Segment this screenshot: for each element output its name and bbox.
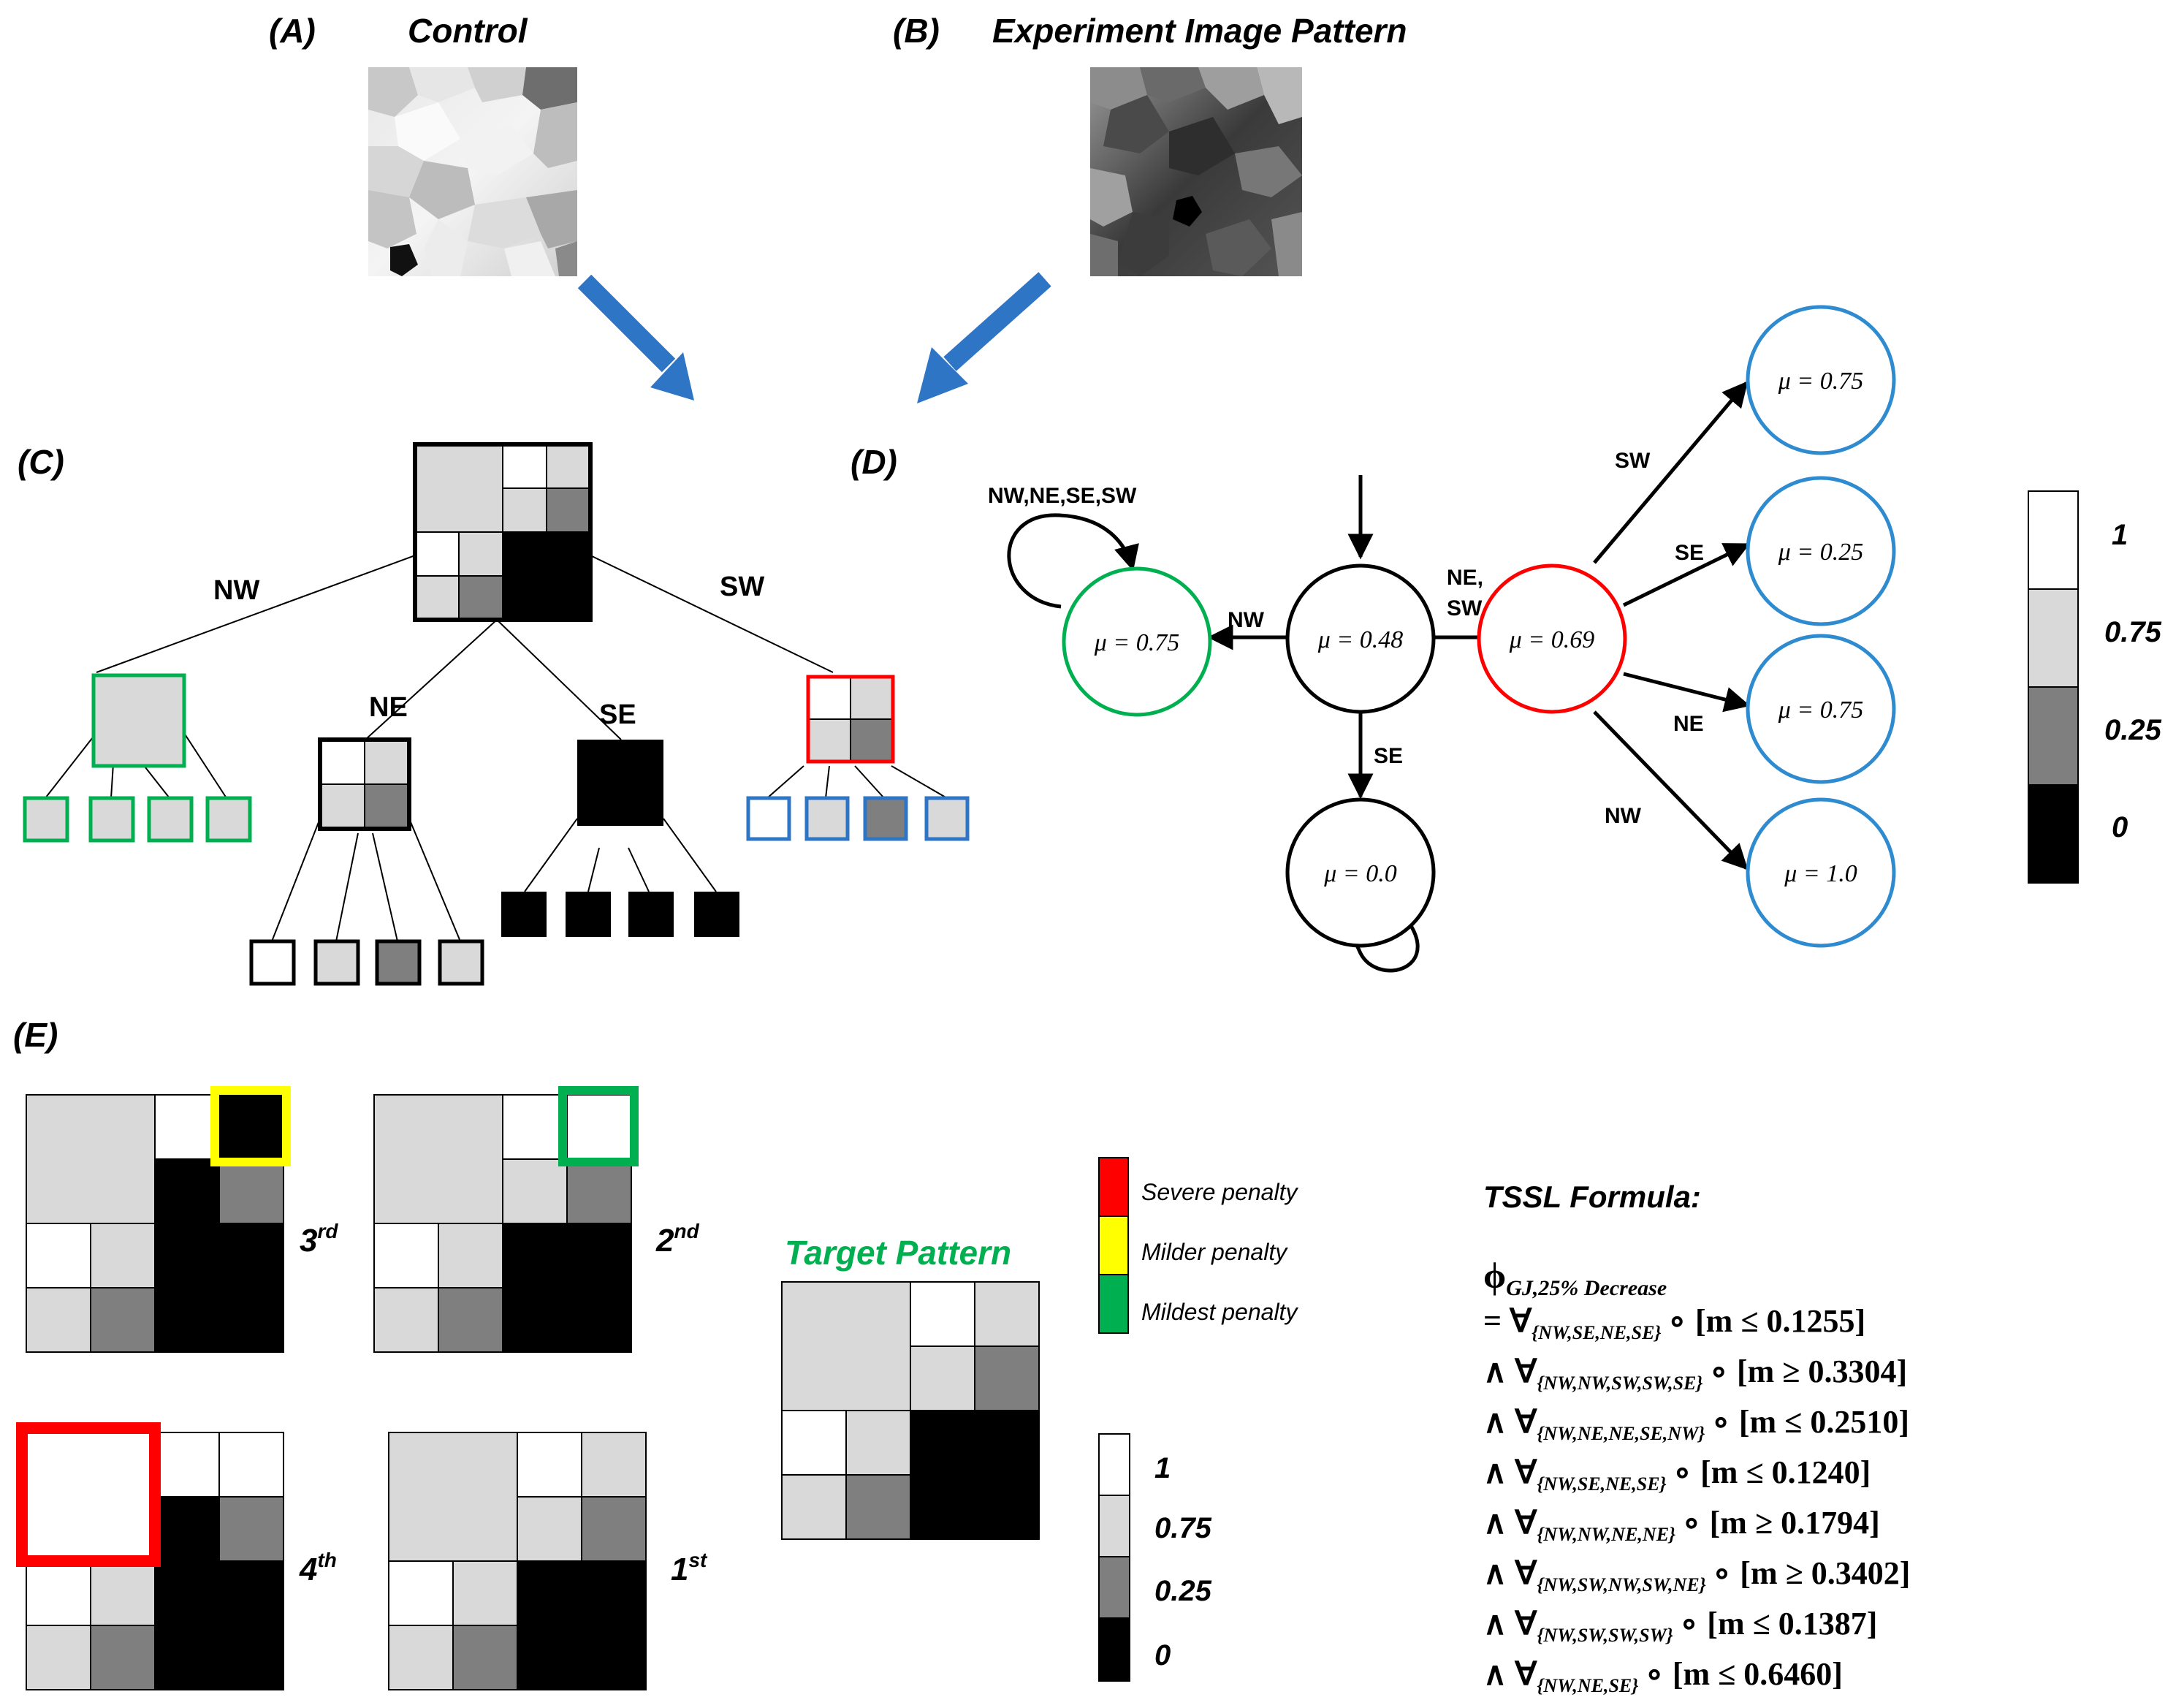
tree-edge-sw: SW	[720, 572, 764, 602]
panel-d-label: (D)	[851, 443, 897, 481]
tssl-formula-line: ∧ ∀{NW,NE,SE}∘ [m ≤ 0.6460]	[1483, 1656, 1843, 1696]
panel-e-label: (E)	[13, 1016, 58, 1054]
blue-arrow-left	[577, 274, 694, 401]
tssl-formula-line: ∧ ∀{NW,SE,NE,SE}∘ [m ≤ 0.1240]	[1483, 1454, 1871, 1495]
panel-a-label: (A)	[269, 12, 316, 50]
state-b4-label: μ = 1.0	[1784, 860, 1857, 887]
penalty-label-milder: Milder penalty	[1141, 1239, 1288, 1265]
panel-c-label: (C)	[18, 443, 64, 481]
panel-b-title: Experiment Image Pattern	[992, 12, 1407, 50]
state-start: μ = 0.48	[1285, 563, 1436, 714]
rank-first: 1st	[671, 1549, 708, 1587]
tssl-formula-line: ∧ ∀{NW,SW,NW,SW,NE}∘ [m ≥ 0.3402]	[1483, 1555, 1910, 1595]
pattern-second	[373, 1086, 639, 1353]
panel-b-label: (B)	[893, 12, 940, 50]
state-red-label: μ = 0.69	[1509, 626, 1595, 653]
scale-bottom-label-075: 0.75	[1154, 1512, 1212, 1544]
scale-top-label-025: 0.25	[2104, 714, 2162, 746]
tssl-formula-line: = ∀{NW,SE,NE,SE}∘ [m ≤ 0.1255]	[1483, 1303, 1865, 1343]
tssl-title: TSSL Formula:	[1483, 1180, 1701, 1214]
automaton-out-nw: NW	[1605, 804, 1642, 828]
pattern-fourth	[16, 1422, 284, 1690]
automaton-out-se: SE	[1675, 541, 1704, 565]
tree-edge-nw: NW	[213, 575, 259, 606]
tree-nw-node	[23, 673, 252, 843]
experiment-image	[1090, 67, 1302, 276]
scale-top-label-075: 0.75	[2104, 616, 2162, 648]
state-green-label: μ = 0.75	[1094, 629, 1180, 656]
penalty-swatch-mildest	[1098, 1274, 1129, 1334]
penalty-swatch-milder	[1098, 1215, 1129, 1275]
state-bottom: μ = 0.0	[1285, 797, 1436, 948]
state-bottom-label: μ = 0.0	[1323, 860, 1397, 887]
tree-se-node	[501, 740, 739, 937]
automaton-edge-ne-sw-line2: SW	[1447, 596, 1483, 620]
grey-scale-top	[2028, 490, 2079, 884]
state-b3-label: μ = 0.75	[1778, 697, 1864, 724]
rank-third: 3rd	[300, 1220, 338, 1259]
target-pattern-title: Target Pattern	[785, 1234, 1011, 1272]
tree-edge-se: SE	[599, 699, 636, 730]
tssl-formula-line: ∧ ∀{NW,NW,SW,SW,SE}∘ [m ≥ 0.3304]	[1483, 1354, 1907, 1394]
pattern-first	[388, 1432, 647, 1690]
penalty-swatch-severe	[1098, 1157, 1129, 1217]
automaton-out-sw: SW	[1615, 449, 1651, 473]
scale-top-label-0: 0	[2112, 811, 2128, 843]
grey-scale-bottom	[1098, 1433, 1130, 1682]
penalty-label-mildest: Mildest penalty	[1141, 1299, 1298, 1325]
tree-sw-node	[746, 675, 970, 841]
state-green: μ = 0.75	[1062, 566, 1212, 717]
penalty-label-severe: Severe penalty	[1141, 1179, 1298, 1205]
tree-edge-ne: NE	[369, 692, 408, 723]
state-b2: μ = 0.25	[1746, 476, 1896, 626]
tssl-formula-lines: = ∀{NW,SE,NE,SE}∘ [m ≤ 0.1255] ∧ ∀{NW,NW,…	[1483, 1303, 1910, 1696]
automaton-out-ne: NE	[1673, 712, 1704, 736]
scale-bottom-label-1: 1	[1154, 1452, 1171, 1484]
scale-top-label-1: 1	[2112, 519, 2128, 551]
automaton-edge-ne-sw-line1: NE,	[1447, 566, 1483, 590]
panel-a-title: Control	[408, 12, 528, 50]
penalty-legend: Severe penalty Milder penalty Mildest pe…	[1098, 1157, 1298, 1334]
state-red: μ = 0.69	[1477, 563, 1627, 714]
tssl-formula-line: ∧ ∀{NW,SW,SW,SW}∘ [m ≤ 0.1387]	[1483, 1606, 1877, 1646]
tree-edges	[45, 555, 948, 942]
automaton-self-loop-label: NW,NE,SE,SW	[988, 484, 1137, 508]
state-b1: μ = 0.75	[1746, 305, 1896, 455]
rank-second: 2nd	[655, 1220, 700, 1259]
state-b4: μ = 1.0	[1746, 797, 1896, 948]
rank-fourth: 4th	[299, 1549, 337, 1587]
tssl-formula-line: ∧ ∀{NW,NE,NE,SE,NW}∘ [m ≤ 0.2510]	[1483, 1404, 1909, 1444]
blue-arrow-right	[917, 272, 1051, 403]
control-image	[368, 67, 577, 276]
scale-bottom-label-0: 0	[1154, 1639, 1171, 1671]
scale-bottom-label-025: 0.25	[1154, 1575, 1212, 1607]
tssl-formula-line: ∧ ∀{NW,NW,NE,NE}∘ [m ≥ 0.1794]	[1483, 1505, 1880, 1545]
state-b2-label: μ = 0.25	[1778, 539, 1864, 566]
state-start-label: μ = 0.48	[1317, 626, 1404, 653]
tree-root-node	[413, 442, 593, 622]
pattern-third	[26, 1086, 291, 1353]
tree-ne-node	[249, 737, 484, 986]
tssl-phi: ϕGJ,25% Decrease	[1483, 1255, 1667, 1300]
automaton-edge-nw: NW	[1228, 608, 1265, 632]
target-pattern	[781, 1281, 1040, 1540]
state-b3: μ = 0.75	[1746, 634, 1896, 784]
state-b1-label: μ = 0.75	[1778, 368, 1864, 395]
automaton-edge-se: SE	[1374, 744, 1403, 768]
